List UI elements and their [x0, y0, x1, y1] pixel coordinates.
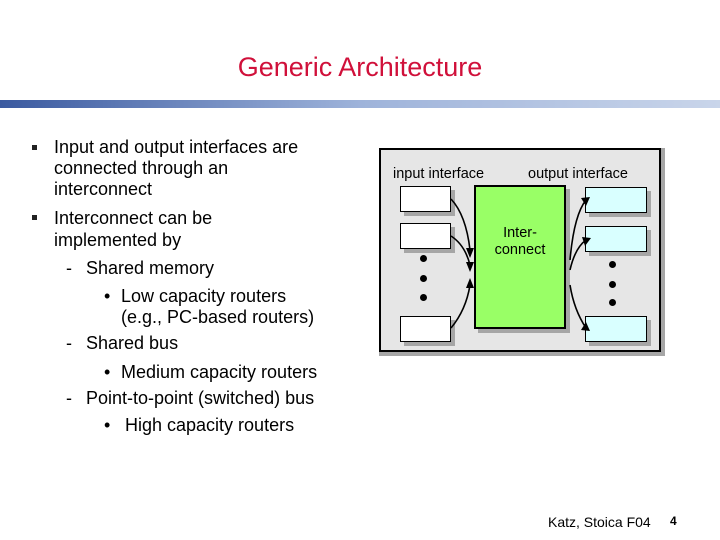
sub-dash: - [66, 333, 72, 353]
sub-item-high-capacity: High capacity routers [125, 415, 295, 435]
input-port [400, 186, 451, 212]
ellipsis-dot [420, 275, 427, 282]
input-wire-3 [450, 284, 471, 329]
input-wire-1 [450, 198, 471, 251]
page-number: 4 [670, 514, 677, 528]
bullet-1-line-2: connected through an [54, 158, 229, 178]
interconnect-label-line-2: connect [494, 242, 546, 258]
bullet-1-line-1: Input and output interfaces are [54, 137, 299, 157]
input-interface-label: input interface [393, 166, 485, 182]
sub-item-pc-based: (e.g., PC-based routers) [121, 307, 315, 327]
arrow-head-icon [466, 262, 474, 272]
ellipsis-dot [420, 294, 427, 301]
bullet-2-line-2: implemented by [54, 230, 182, 250]
sub-item-medium-capacity: Medium capacity routers [121, 362, 318, 382]
interconnect-label-line-1: Inter- [503, 225, 537, 241]
sub-bullet: • [104, 286, 111, 306]
footer-author: Katz, Stoica F04 [548, 514, 651, 530]
bullet-square-icon [32, 145, 37, 150]
arrow-head-icon [581, 322, 590, 331]
slide-title: Generic Architecture [237, 52, 483, 82]
input-port [400, 223, 451, 249]
ellipsis-dot [609, 281, 616, 288]
input-port [400, 316, 451, 342]
arrow-head-icon [581, 197, 590, 206]
arrow-head-icon [582, 237, 591, 246]
output-port [585, 187, 647, 213]
interconnect-label: Inter- connect [474, 225, 566, 259]
sub-bullet: • [104, 362, 111, 382]
sub-dash: - [66, 258, 72, 278]
sub-dash: - [66, 388, 72, 408]
sub-bullet: • [104, 415, 111, 435]
sub-item-shared-bus: Shared bus [86, 333, 179, 353]
bullet-2-line-1: Interconnect can be [54, 208, 213, 228]
sub-item-point-to-point: Point-to-point (switched) bus [86, 388, 315, 408]
output-port [585, 316, 647, 342]
ellipsis-dot [420, 255, 427, 262]
bullet-1-line-3: interconnect [54, 179, 153, 199]
output-wire-1 [569, 199, 587, 261]
ellipsis-dot [609, 299, 616, 306]
title-underline-bar [0, 100, 720, 108]
sub-item-low-capacity: Low capacity routers [121, 286, 287, 306]
output-interface-label: output interface [528, 166, 628, 182]
output-wire-3 [569, 284, 587, 329]
arrow-head-icon [466, 278, 474, 288]
interconnect-box [474, 185, 566, 329]
bullet-square-icon [32, 215, 37, 220]
ellipsis-dot [609, 261, 616, 268]
arrow-head-icon [466, 248, 474, 258]
input-wire-2 [450, 235, 471, 266]
sub-item-shared-memory: Shared memory [86, 258, 215, 278]
output-port [585, 226, 647, 252]
